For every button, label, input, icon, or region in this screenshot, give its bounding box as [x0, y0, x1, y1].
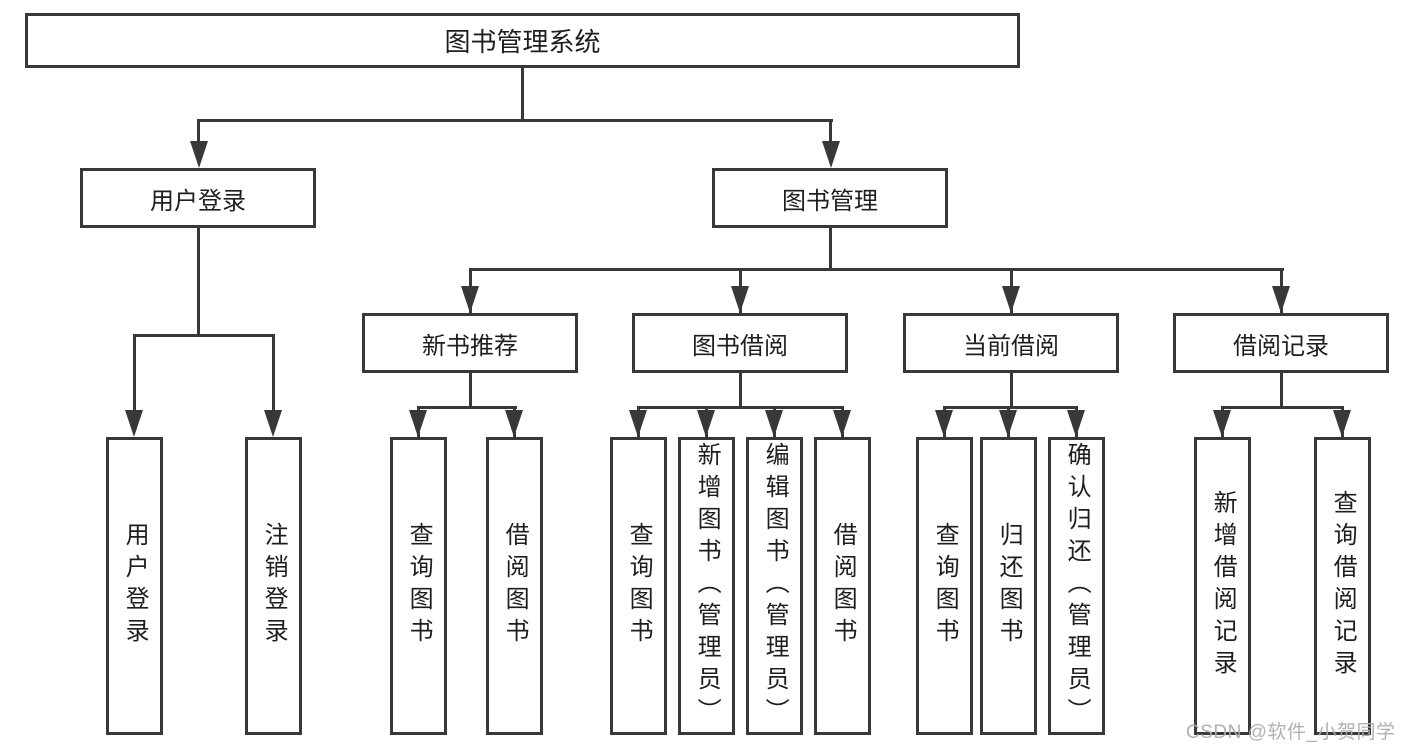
node-book-borrow: 图书借阅 — [632, 313, 848, 373]
connector-bookmgmt-stem — [829, 228, 832, 269]
leaf-query-books-1-label: 查询图书 — [405, 522, 433, 650]
leaf-user-login-label: 用户登录 — [121, 522, 149, 650]
connector-userlogin-rail — [133, 334, 275, 337]
leaf-logout: 注销登录 — [245, 437, 302, 735]
arrowhead-leaf-5 — [697, 410, 715, 437]
connector-newbooks-rail — [417, 406, 517, 409]
node-new-books: 新书推荐 — [362, 313, 578, 373]
connector-newbooks-stem — [469, 373, 472, 407]
leaf-return-books-label: 归还图书 — [995, 522, 1023, 650]
node-current-borrow-label: 当前借阅 — [963, 332, 1059, 360]
leaf-confirm-return-admin: 确认归还（管理员） — [1048, 437, 1105, 735]
arrowhead-leaf-8 — [935, 410, 953, 437]
leaf-borrow-books-1: 借阅图书 — [486, 437, 543, 735]
connector-userlogin-stem — [197, 228, 200, 336]
node-root: 图书管理系统 — [25, 13, 1020, 68]
arrowhead-leaf-12 — [1333, 410, 1351, 437]
arrowhead-leaf-6 — [765, 410, 783, 437]
node-user-login-label: 用户登录 — [150, 187, 246, 215]
csdn-watermark: CSDN @软件_小贺同学 — [1186, 722, 1396, 743]
node-book-mgmt: 图书管理 — [712, 168, 948, 228]
arrowhead-user-login — [190, 141, 208, 168]
node-borrow-records-label: 借阅记录 — [1233, 332, 1329, 360]
arrowhead-borrow-records — [1272, 286, 1290, 313]
connector-bookmgmt-rail — [469, 268, 1284, 271]
arrowhead-leaf-0 — [125, 410, 143, 437]
node-book-borrow-label: 图书借阅 — [692, 332, 788, 360]
leaf-query-books-3: 查询图书 — [916, 437, 973, 735]
arrowhead-leaf-10 — [1067, 410, 1085, 437]
leaf-query-books-1: 查询图书 — [390, 437, 447, 735]
connector-drop-user-login — [197, 119, 200, 147]
connector-borrowrecords-stem — [1280, 373, 1283, 407]
arrowhead-leaf-1 — [264, 410, 282, 437]
arrowhead-leaf-7 — [833, 410, 851, 437]
arrowhead-leaf-4 — [629, 410, 647, 437]
leaf-add-borrow-record: 新增借阅记录 — [1194, 437, 1251, 735]
arrowhead-leaf-2 — [409, 410, 427, 437]
leaf-borrow-books-1-label: 借阅图书 — [501, 522, 529, 650]
arrowhead-book-borrow — [731, 286, 749, 313]
leaf-confirm-return-admin-label: 确认归还（管理员） — [1063, 442, 1091, 730]
leaf-borrow-books-2-label: 借阅图书 — [829, 522, 857, 650]
leaf-add-books-admin: 新增图书（管理员） — [678, 437, 735, 735]
leaf-query-books-3-label: 查询图书 — [931, 522, 959, 650]
connector-drop-leaf-0 — [133, 334, 136, 415]
node-book-mgmt-label: 图书管理 — [782, 187, 878, 215]
arrowhead-leaf-3 — [505, 410, 523, 437]
node-new-books-label: 新书推荐 — [422, 332, 518, 360]
arrowhead-leaf-9 — [999, 410, 1017, 437]
connector-bookborrow-rail — [637, 406, 844, 409]
arrowhead-leaf-11 — [1213, 410, 1231, 437]
leaf-query-books-2: 查询图书 — [610, 437, 667, 735]
leaf-edit-books-admin: 编辑图书（管理员） — [746, 437, 803, 735]
connector-root-stem — [521, 68, 524, 120]
leaf-return-books: 归还图书 — [980, 437, 1037, 735]
node-user-login: 用户登录 — [80, 168, 316, 228]
leaf-edit-books-admin-label: 编辑图书（管理员） — [761, 442, 789, 730]
leaf-add-books-admin-label: 新增图书（管理员） — [693, 442, 721, 730]
leaf-query-borrow-record: 查询借阅记录 — [1314, 437, 1371, 735]
leaf-logout-label: 注销登录 — [260, 522, 288, 650]
arrowhead-new-books — [461, 286, 479, 313]
arrowhead-book-mgmt — [822, 141, 840, 168]
leaf-user-login: 用户登录 — [106, 437, 163, 735]
connector-bookborrow-stem — [739, 373, 742, 407]
leaf-query-books-2-label: 查询图书 — [625, 522, 653, 650]
connector-borrowrecords-rail — [1221, 406, 1344, 409]
leaf-add-borrow-record-label: 新增借阅记录 — [1209, 490, 1237, 682]
connector-root-rail — [197, 119, 833, 122]
leaf-query-borrow-record-label: 查询借阅记录 — [1329, 490, 1357, 682]
arrowhead-current-borrow — [1002, 286, 1020, 313]
node-current-borrow: 当前借阅 — [903, 313, 1119, 373]
leaf-borrow-books-2: 借阅图书 — [814, 437, 871, 735]
node-borrow-records: 借阅记录 — [1173, 313, 1389, 373]
node-root-label: 图书管理系统 — [444, 27, 601, 57]
connector-currentborrow-stem — [1010, 373, 1013, 407]
connector-drop-book-mgmt — [829, 119, 832, 147]
connector-currentborrow-rail — [943, 406, 1078, 409]
connector-drop-leaf-1 — [272, 334, 275, 415]
